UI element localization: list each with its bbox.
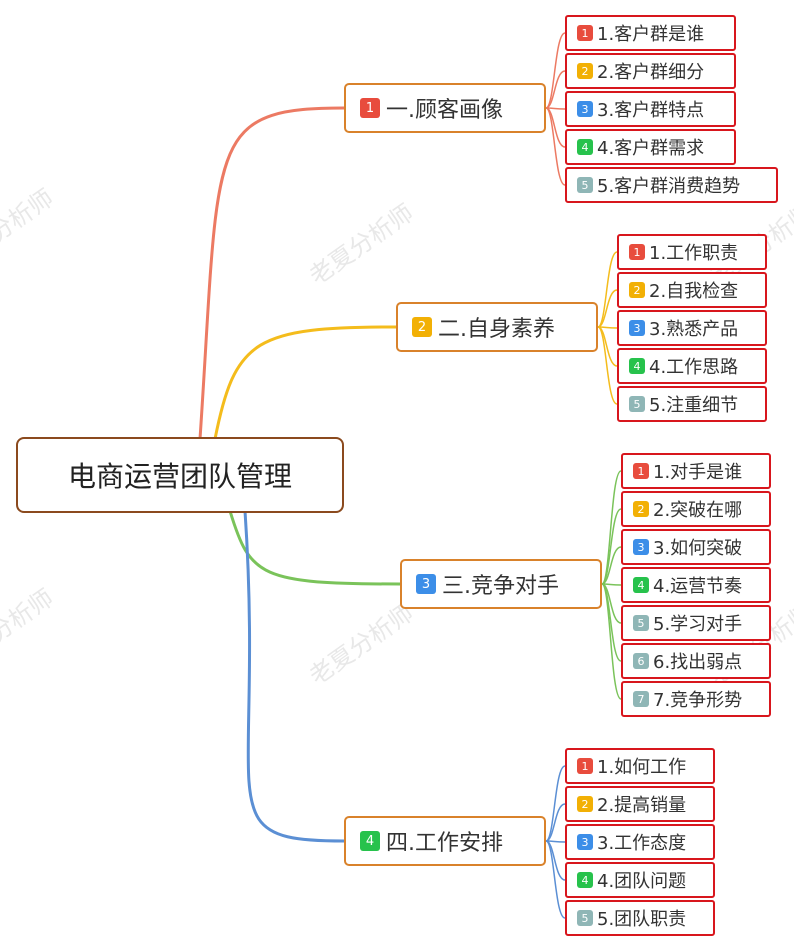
number-badge: 1 [577,25,593,41]
number-badge: 4 [360,831,380,851]
leaf-label: 3.熟悉产品 [649,319,739,340]
leaf-topic[interactable]: 1 1.对手是谁 [621,453,771,489]
leaf-label: 1.如何工作 [597,757,687,778]
number-badge: 4 [629,358,645,374]
number-badge: 5 [633,615,649,631]
leaf-label: 3.如何突破 [653,538,743,559]
leaf-connector [545,803,566,842]
leaf-topic[interactable]: 3 3.如何突破 [621,529,771,565]
leaf-label: 1.客户群是谁 [597,24,705,45]
number-badge: 5 [629,396,645,412]
number-badge: 7 [633,691,649,707]
leaf-label: 6.找出弱点 [653,652,743,673]
leaf-label: 5.注重细节 [649,395,739,416]
leaf-label: 4.客户群需求 [597,138,705,159]
leaf-label: 1.对手是谁 [653,462,743,483]
leaf-label: 4.工作思路 [649,357,739,378]
leaf-label: 2.客户群细分 [597,62,705,83]
leaf-topic[interactable]: 2 2.提高销量 [565,786,715,822]
leaf-connector [545,840,566,919]
number-badge: 4 [577,139,593,155]
leaf-topic[interactable]: 4 4.工作思路 [617,348,767,384]
number-badge: 3 [577,101,593,117]
number-badge: 4 [633,577,649,593]
leaf-connector [545,107,566,186]
leaf-topic[interactable]: 1 1.如何工作 [565,748,715,784]
number-badge: 3 [629,320,645,336]
number-badge: 2 [412,317,432,337]
leaf-label: 5.团队职责 [597,909,687,930]
leaf-topic[interactable]: 3 3.工作态度 [565,824,715,860]
branch-label: 一.顾客画像 [386,98,503,123]
leaf-label: 2.突破在哪 [653,500,743,521]
number-badge: 1 [577,758,593,774]
number-badge: 4 [577,872,593,888]
leaf-topic[interactable]: 7 7.竞争形势 [621,681,771,717]
number-badge: 2 [633,501,649,517]
leaf-topic[interactable]: 5 5.注重细节 [617,386,767,422]
leaf-label: 3.工作态度 [597,833,687,854]
leaf-topic[interactable]: 3 3.客户群特点 [565,91,736,127]
branch-topic-work-arrangement[interactable]: 4 四.工作安排 [344,816,546,866]
branch-connector [198,106,346,441]
leaf-label: 5.客户群消费趋势 [597,176,741,197]
leaf-topic[interactable]: 5 5.团队职责 [565,900,715,936]
number-badge: 3 [577,834,593,850]
branch-connector [228,509,402,586]
number-badge: 2 [577,796,593,812]
leaf-topic[interactable]: 3 3.熟悉产品 [617,310,767,346]
branch-label: 二.自身素养 [438,317,555,342]
leaf-label: 4.运营节奏 [653,576,743,597]
leaf-topic[interactable]: 2 2.突破在哪 [621,491,771,527]
leaf-label: 2.提高销量 [597,795,687,816]
number-badge: 5 [577,910,593,926]
branch-connector [213,325,398,441]
leaf-topic[interactable]: 4 4.运营节奏 [621,567,771,603]
leaf-label: 1.工作职责 [649,243,739,264]
leaf-connector [597,289,618,328]
branch-label: 四.工作安排 [386,831,503,856]
leaf-topic[interactable]: 4 4.团队问题 [565,862,715,898]
leaf-connector [545,70,566,109]
branch-topic-self-quality[interactable]: 2 二.自身素养 [396,302,598,352]
leaf-label: 5.学习对手 [653,614,743,635]
leaf-topic[interactable]: 1 1.工作职责 [617,234,767,270]
leaf-topic[interactable]: 1 1.客户群是谁 [565,15,736,51]
leaf-connector [545,765,566,842]
number-badge: 6 [633,653,649,669]
leaf-label: 7.竞争形势 [653,690,743,711]
root-topic[interactable]: 电商运营团队管理 [16,437,344,513]
branch-connector [243,509,346,843]
number-badge: 1 [629,244,645,260]
number-badge: 2 [629,282,645,298]
number-badge: 1 [633,463,649,479]
leaf-connector [601,546,622,585]
leaf-label: 3.客户群特点 [597,100,705,121]
branch-label: 三.竞争对手 [442,574,559,599]
leaf-topic[interactable]: 4 4.客户群需求 [565,129,736,165]
number-badge: 1 [360,98,380,118]
number-badge: 2 [577,63,593,79]
number-badge: 3 [633,539,649,555]
leaf-connector [601,583,622,700]
leaf-connector [601,470,622,585]
number-badge: 5 [577,177,593,193]
number-badge: 3 [416,574,436,594]
leaf-topic[interactable]: 2 2.客户群细分 [565,53,736,89]
leaf-topic[interactable]: 5 5.学习对手 [621,605,771,641]
branch-topic-customer-profile[interactable]: 1 一.顾客画像 [344,83,546,133]
leaf-topic[interactable]: 2 2.自我检查 [617,272,767,308]
leaf-topic[interactable]: 6 6.找出弱点 [621,643,771,679]
leaf-connector [597,326,618,405]
branch-topic-competitors[interactable]: 3 三.竞争对手 [400,559,602,609]
leaf-topic[interactable]: 5 5.客户群消费趋势 [565,167,778,203]
leaf-label: 2.自我检查 [649,281,739,302]
leaf-connector [597,251,618,328]
leaf-connector [545,32,566,109]
leaf-label: 4.团队问题 [597,871,687,892]
